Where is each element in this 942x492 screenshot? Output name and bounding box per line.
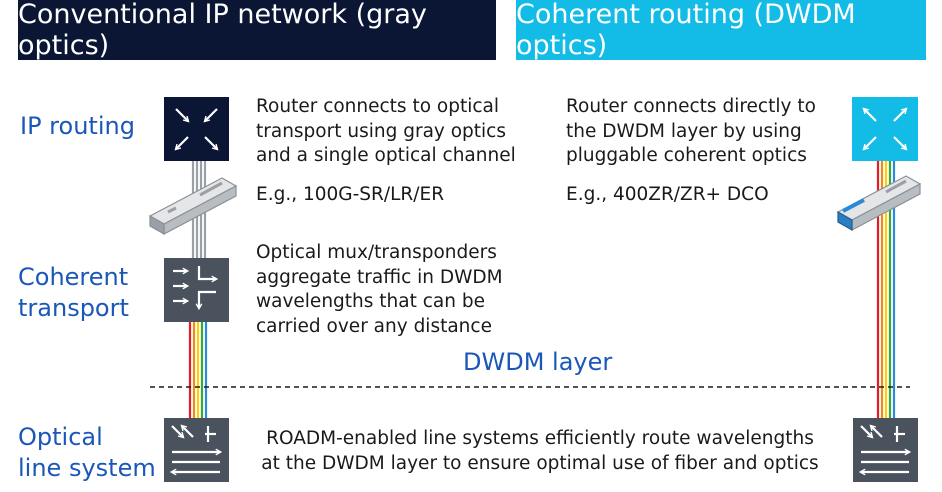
coherent-optics-module-icon xyxy=(836,175,922,232)
label-optical-line-system-line1: Optical xyxy=(18,423,103,451)
right-example: E.g., 400ZR/ZR+ DCO xyxy=(566,184,769,205)
text-line: ROADM-enabled line systems efficiently r… xyxy=(266,428,814,449)
label-coherent-transport-line1: Coherent xyxy=(18,263,129,291)
label-ip-routing: IP routing xyxy=(20,111,135,142)
transponder-icon xyxy=(164,258,229,322)
label-ip-routing-line1: IP routing xyxy=(20,112,135,140)
left-router-description: Router connects to optical transport usi… xyxy=(256,95,516,169)
left-transport-description: Optical mux/transponders aggregate traff… xyxy=(256,241,503,339)
text-line: Optical mux/transponders xyxy=(256,242,497,263)
text-line: Router connects to optical xyxy=(256,96,500,117)
text-line: the DWDM layer by using xyxy=(566,120,802,142)
gray-optics-module-icon xyxy=(148,177,238,236)
text-line: aggregate traffic in DWDM xyxy=(256,266,503,288)
left-example: E.g., 100G-SR/LR/ER xyxy=(256,184,445,205)
roadm-icon xyxy=(164,418,229,482)
text-line: at the DWDM layer to ensure optimal use … xyxy=(261,453,819,474)
text-line: and a single optical channel xyxy=(256,145,516,166)
header-coherent-title: Coherent routing (DWDM optics) xyxy=(516,0,856,61)
left-wavelength-fibers xyxy=(188,322,208,418)
optical-line-system-description: ROADM-enabled line systems efficiently r… xyxy=(250,426,830,476)
header-conventional: Conventional IP network (gray optics) xyxy=(18,0,496,61)
text-line: carried over any distance xyxy=(256,315,492,337)
header-conventional-title: Conventional IP network (gray optics) xyxy=(18,0,427,61)
text-line: wavelengths that can be xyxy=(256,291,485,312)
text-line: Router connects directly to xyxy=(566,96,816,117)
label-optical-line-system-line2: line system xyxy=(18,454,156,482)
dwdm-layer-label: DWDM layer xyxy=(463,348,613,376)
roadm-icon xyxy=(853,418,918,482)
text-line: transport using gray optics xyxy=(256,120,506,142)
header-coherent: Coherent routing (DWDM optics) xyxy=(516,0,926,61)
text-line: pluggable coherent optics xyxy=(566,145,807,166)
router-icon xyxy=(852,97,918,161)
label-coherent-transport-line2: transport xyxy=(18,294,129,322)
right-router-description: Router connects directly to the DWDM lay… xyxy=(566,95,816,169)
label-coherent-transport: Coherent transport xyxy=(18,262,129,324)
router-icon xyxy=(164,97,229,161)
label-optical-line-system: Optical line system xyxy=(18,422,156,484)
